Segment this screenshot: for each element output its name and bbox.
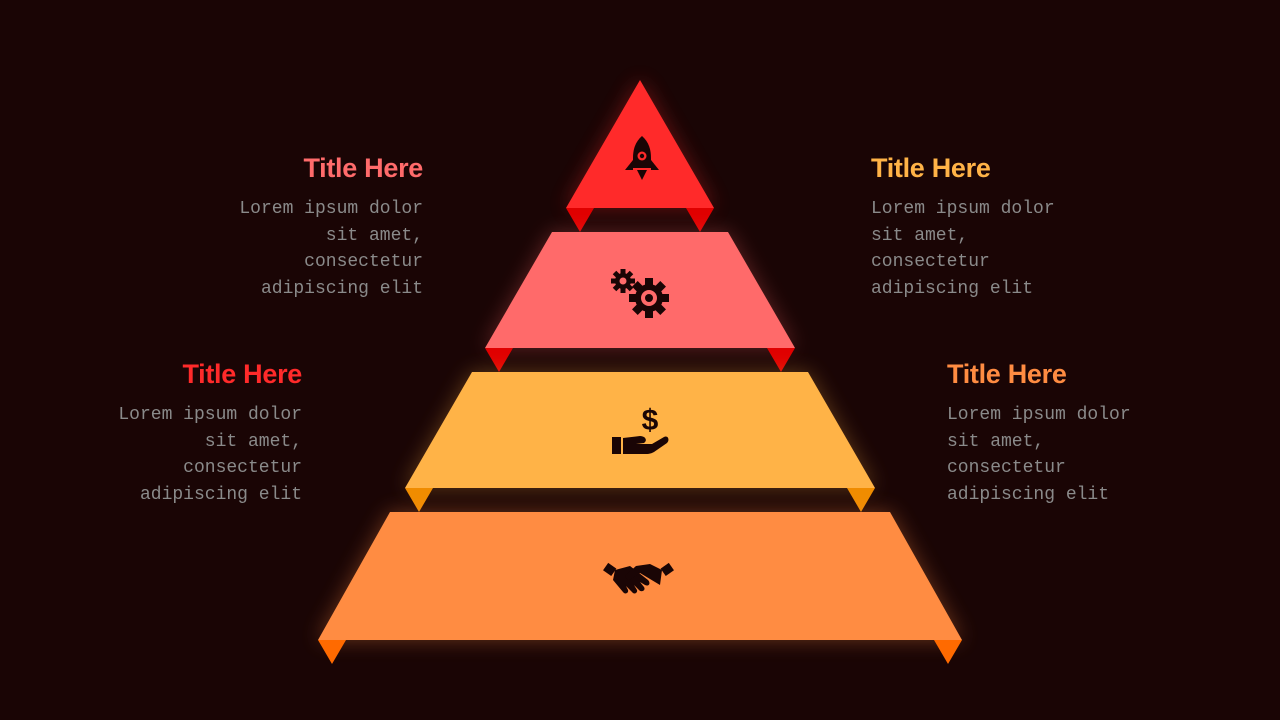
label-body: Lorem ipsum dolor sit amet, consectetur … xyxy=(871,199,1055,299)
tier-1-fold-right xyxy=(686,208,714,232)
tier-2-fold-left xyxy=(485,348,513,372)
label-title: Title Here xyxy=(871,153,991,183)
pyramid-tier-4 xyxy=(318,512,962,664)
svg-text:$: $ xyxy=(642,404,659,437)
tier-3-fold-left xyxy=(405,488,433,512)
rocket-icon xyxy=(625,136,659,180)
gears-icon xyxy=(611,269,669,318)
hand-dollar-icon: $ xyxy=(612,404,669,454)
tier-3-fold-right xyxy=(847,488,875,512)
label-body: Lorem ipsum dolor sit amet, consectetur … xyxy=(239,199,423,299)
label-title: Title Here xyxy=(947,359,1067,389)
tier-4-fold-right xyxy=(934,640,962,664)
label-body: Lorem ipsum dolor sit amet, consectetur … xyxy=(118,405,302,505)
label-title: Title Here xyxy=(182,359,302,389)
label-bottom-left: Title Here Lorem ipsum dolor sit amet, c… xyxy=(0,358,302,508)
label-title: Title Here xyxy=(303,153,423,183)
tier-4-fold-left xyxy=(318,640,346,664)
label-bottom-right: Title Here Lorem ipsum dolor sit amet, c… xyxy=(947,358,1267,508)
pyramid-tier-1 xyxy=(566,80,714,232)
tier-2-fold-right xyxy=(767,348,795,372)
pyramid-tier-2 xyxy=(485,232,795,372)
label-top-left: Title Here Lorem ipsum dolor sit amet, c… xyxy=(103,152,423,302)
label-body: Lorem ipsum dolor sit amet, consectetur … xyxy=(947,405,1131,505)
handshake-icon xyxy=(603,562,674,594)
tier-3-shape xyxy=(405,372,875,488)
pyramid-tier-3: $ xyxy=(405,372,875,512)
tier-1-fold-left xyxy=(566,208,594,232)
label-top-right: Title Here Lorem ipsum dolor sit amet, c… xyxy=(871,152,1191,302)
